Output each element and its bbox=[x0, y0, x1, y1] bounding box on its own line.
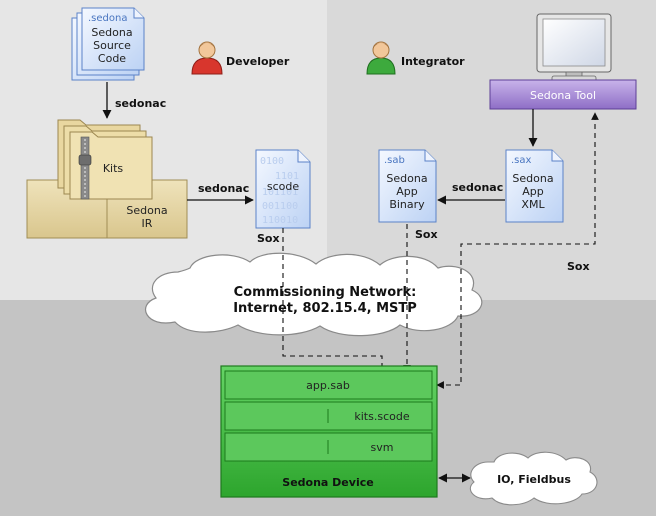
source-doc-line2: Source bbox=[93, 39, 131, 52]
device-row-svm: svm bbox=[224, 432, 433, 462]
scode-bits-0: 0100 bbox=[260, 156, 284, 167]
ir-line1: Sedona bbox=[126, 204, 167, 217]
sedona-device: app.sab kits.scode svm Sedona Device bbox=[220, 365, 438, 498]
commissioning-network-cloud: Commissioning Network: Internet, 802.15.… bbox=[144, 252, 483, 337]
device-row-kits-scode-label: kits.scode bbox=[354, 410, 409, 423]
sedonac-label-3: sedonac bbox=[452, 181, 503, 194]
sab-doc-tag: .sab bbox=[384, 155, 405, 166]
sedona-tool-label: Sedona Tool bbox=[530, 89, 596, 102]
sox-label-3: Sox bbox=[567, 260, 590, 273]
device-title: Sedona Device bbox=[282, 476, 373, 489]
kits-label: Kits bbox=[103, 162, 124, 175]
sedonac-label-2: sedonac bbox=[198, 182, 249, 195]
sedona-source-code-document: .sedona Sedona Source Code bbox=[71, 7, 145, 81]
network-line1: Commissioning Network: bbox=[234, 285, 417, 300]
scode-bits-2: 101101 bbox=[262, 187, 298, 198]
io-fieldbus-cloud: IO, Fieldbus bbox=[469, 451, 598, 506]
scode-bits-4: 110010 bbox=[262, 215, 298, 226]
device-row-app-sab-label: app.sab bbox=[306, 379, 350, 392]
sax-doc-line1: Sedona bbox=[512, 172, 553, 185]
sax-document: .sax Sedona App XML bbox=[505, 149, 564, 223]
source-doc-tag: .sedona bbox=[88, 13, 127, 24]
sab-doc-line1: Sedona bbox=[386, 172, 427, 185]
scode-bits-1: 1101 bbox=[275, 171, 299, 182]
developer-label: Developer bbox=[226, 55, 290, 68]
kits-folder: Kits bbox=[57, 119, 153, 200]
tool-sox-dashed-line bbox=[436, 112, 599, 389]
device-row-app-sab: app.sab bbox=[224, 370, 433, 400]
sox-label-1: Sox bbox=[257, 232, 280, 245]
integrator-role: Integrator bbox=[366, 41, 465, 75]
monitor-icon bbox=[536, 13, 612, 83]
developer-person-icon bbox=[191, 41, 223, 75]
integrator-label: Integrator bbox=[401, 55, 465, 68]
source-doc-line1: Sedona bbox=[91, 26, 132, 39]
sab-doc-line2: App bbox=[396, 185, 418, 198]
device-row-svm-label: svm bbox=[371, 441, 394, 454]
scode-bits-3: 001100 bbox=[262, 201, 298, 212]
network-line2: Internet, 802.15.4, MSTP bbox=[233, 301, 417, 316]
scode-label: scode bbox=[267, 180, 299, 193]
io-fieldbus-label: IO, Fieldbus bbox=[497, 473, 571, 486]
zipper-icon bbox=[78, 136, 92, 200]
scode-document: 0100 1101 101101 001100 110010 scode bbox=[255, 149, 311, 229]
sab-doc-line3: Binary bbox=[389, 198, 425, 211]
source-doc-line3: Code bbox=[98, 52, 126, 65]
sax-doc-line3: XML bbox=[521, 198, 545, 211]
sedonac-label-1: sedonac bbox=[115, 97, 166, 110]
sedona-tool-box: Sedona Tool bbox=[489, 79, 637, 110]
sab-document: .sab Sedona App Binary bbox=[378, 149, 437, 223]
ir-line2: IR bbox=[142, 217, 153, 230]
sox-label-2: Sox bbox=[415, 228, 438, 241]
developer-role: Developer bbox=[191, 41, 290, 75]
sax-doc-tag: .sax bbox=[511, 155, 532, 166]
integrator-person-icon bbox=[366, 41, 396, 75]
device-row-kits-scode: kits.scode bbox=[224, 401, 433, 431]
sax-doc-line2: App bbox=[522, 185, 544, 198]
